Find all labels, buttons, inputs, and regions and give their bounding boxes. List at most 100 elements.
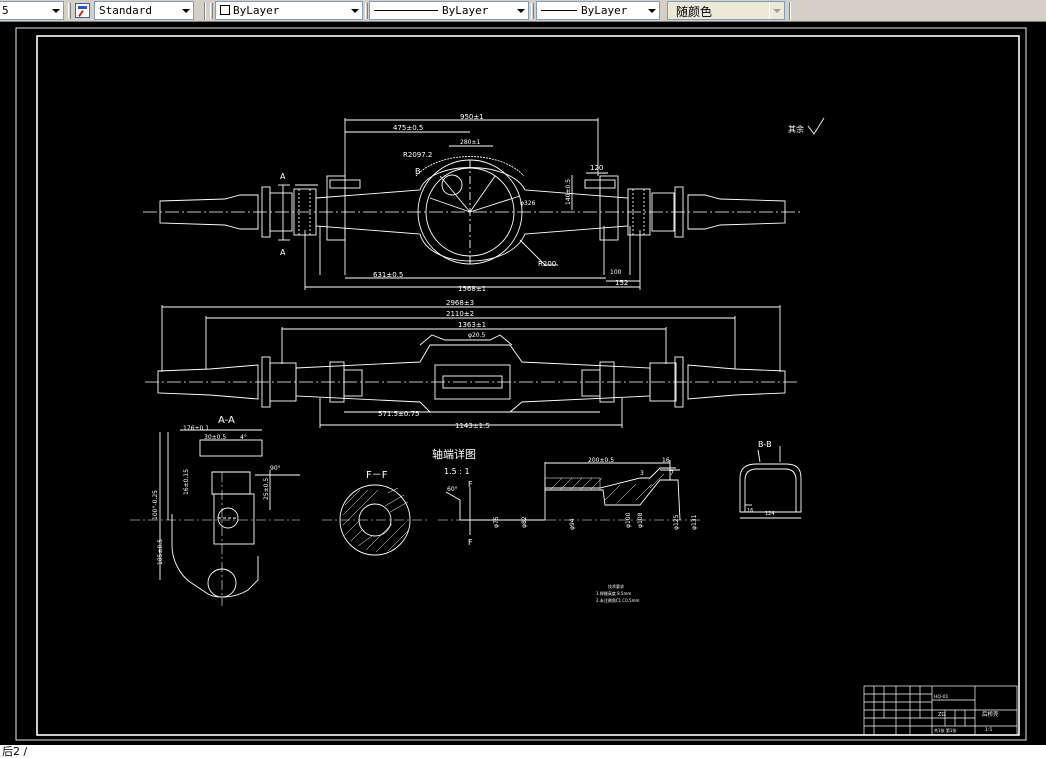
toolbar-grip[interactable] <box>68 3 71 19</box>
toolbar-separator <box>789 2 791 20</box>
dim-bottom-total: 1568±1 <box>458 285 486 293</box>
detail-scale: 1.5 : 1 <box>444 467 470 476</box>
view-ff-title: F－F <box>366 470 388 481</box>
axle-end-detail <box>438 460 700 535</box>
tech-note-2: 2.未注倒角C1 C0.5mm <box>596 597 639 603</box>
section-ff-view <box>322 484 428 556</box>
detail-dim-16: 16 <box>662 457 670 464</box>
title-block-part-title: 后桥壳 <box>982 710 999 718</box>
roughness-symbol-icon <box>807 117 825 135</box>
aa-dim-top: 176±0.1 <box>183 425 209 432</box>
linetype-value: ByLayer <box>442 4 489 17</box>
section-mark-a-bottom: A <box>280 248 286 257</box>
toolbar-separator <box>204 2 206 20</box>
roughness-note: 其余 <box>788 124 804 134</box>
linetype-preview-icon <box>374 10 438 11</box>
scale-value: 5 <box>2 4 9 17</box>
color-value: 随颜色 <box>676 5 713 19</box>
tech-notes-title: 技术要求 <box>608 583 624 589</box>
dim-third: 1363±1 <box>458 321 486 329</box>
drawing-canvas[interactable]: 475±0.5 950±1 280±1 R2097.2 120 140±0.5 … <box>0 22 1046 745</box>
outer-frame <box>15 27 1027 741</box>
top-view <box>143 118 800 290</box>
plot-style-combo: 随颜色 <box>667 1 785 20</box>
linetype-combo[interactable]: ByLayer <box>369 1 529 20</box>
detail-label-f-top: F <box>468 480 473 489</box>
command-line[interactable]: 后2 / <box>0 745 1046 758</box>
detail-dim-d6: φ125 <box>673 514 680 530</box>
text-style-value: Standard <box>99 4 152 17</box>
section-bb-view <box>739 446 802 519</box>
aa-dim-left: 100°-0.25 <box>152 490 159 520</box>
command-line-text: 后2 / <box>2 745 28 758</box>
scale-combo[interactable]: 5 <box>0 1 64 20</box>
dim-overall: 950±1 <box>460 113 484 121</box>
lineweight-combo[interactable]: ByLayer <box>536 1 660 20</box>
chevron-down-icon[interactable] <box>644 2 659 19</box>
dim-second: 2110±2 <box>446 310 474 318</box>
properties-toolbar: 5 Standard ByLayer ByLayer ByLayer 随颜色 <box>0 0 1046 22</box>
aa-dim-top2: 30±0.5 <box>204 434 226 441</box>
dim-left-half: 475±0.5 <box>393 124 423 132</box>
detail-dim-d3: φ94 <box>569 518 576 530</box>
aa-dim-angle: 4° <box>240 434 247 441</box>
title-block-material: ZG <box>938 712 945 718</box>
dim-r-top: R2097.2 <box>403 151 432 159</box>
layer-combo[interactable]: ByLayer <box>215 1 363 20</box>
detail-dim-d2: φ82 <box>521 516 528 528</box>
detail-label-f-bottom: F <box>468 538 473 547</box>
section-mark-b: B <box>415 167 421 176</box>
detail-title: 轴端详图 <box>432 447 476 461</box>
tech-note-1: 1.焊缝高度 8.5mm <box>596 590 631 596</box>
dim-small-right: 100 <box>610 269 622 276</box>
title-block-sheet: 共1张 第1张 <box>934 727 956 733</box>
toolbar-grip[interactable] <box>365 3 368 19</box>
bb-dim-left: 16 <box>747 508 753 514</box>
title-block-drawing-no: HQ-01 <box>934 694 949 700</box>
lineweight-preview-icon <box>541 10 577 11</box>
aa-dim-right: 25±0.5 <box>263 478 270 500</box>
detail-dim-d4: φ100 <box>625 512 632 528</box>
detail-chamfer: 60° <box>447 486 458 493</box>
inner-frame <box>36 35 1020 736</box>
chevron-down-icon <box>769 2 784 19</box>
chevron-down-icon[interactable] <box>513 2 528 19</box>
chevron-down-icon[interactable] <box>178 2 193 19</box>
dim-height: 140±0.5 <box>565 179 572 205</box>
dim-total: 2968±3 <box>446 299 474 307</box>
color-swatch-icon <box>220 5 230 15</box>
aa-dim-bottom-left: 185±0.5 <box>157 539 164 565</box>
title-block-scale: 1:5 <box>985 727 992 733</box>
aa-dim-left2: 16±0.15 <box>183 469 190 495</box>
bb-dim-bottom: 124 <box>765 511 775 517</box>
dim-bottom-right: 152 <box>615 279 628 287</box>
section-mark-a-top: A <box>280 172 286 181</box>
dim-bottom: 1143±1.5 <box>455 422 490 430</box>
detail-dim-top: 200±0.5 <box>588 457 614 464</box>
aa-dim-90: 90° <box>270 465 281 472</box>
detail-dim-7: 7 <box>670 470 674 477</box>
chevron-down-icon[interactable] <box>347 2 362 19</box>
toolbar-grip[interactable] <box>531 3 534 19</box>
detail-dim-d1: φ75 <box>493 516 500 528</box>
title-block <box>863 685 1018 736</box>
text-style-combo[interactable]: Standard <box>94 1 194 20</box>
dim-r-bottom: R200 <box>538 260 556 268</box>
view-aa-title: A-A <box>218 415 235 426</box>
dim-right-flange: 120 <box>590 164 603 172</box>
section-aa-view <box>130 429 300 606</box>
dim-center: 280±1 <box>460 139 480 146</box>
dim-bore: φ326 <box>520 200 536 207</box>
dim-bottom-left: 631±0.5 <box>373 271 403 279</box>
text-style-icon[interactable] <box>75 3 90 18</box>
lineweight-value: ByLayer <box>581 4 628 17</box>
dim-small: φ20.5 <box>468 332 486 339</box>
detail-dim-d5: φ108 <box>637 512 644 528</box>
chevron-down-icon[interactable] <box>48 2 63 19</box>
layer-value: ByLayer <box>233 4 280 17</box>
view-bb-title: B-B <box>758 440 772 449</box>
detail-dim-d7: φ131 <box>691 514 698 530</box>
dim-inner: 571.5±0.75 <box>378 410 420 418</box>
toolbar-grip[interactable] <box>210 3 213 19</box>
middle-view <box>145 305 800 428</box>
